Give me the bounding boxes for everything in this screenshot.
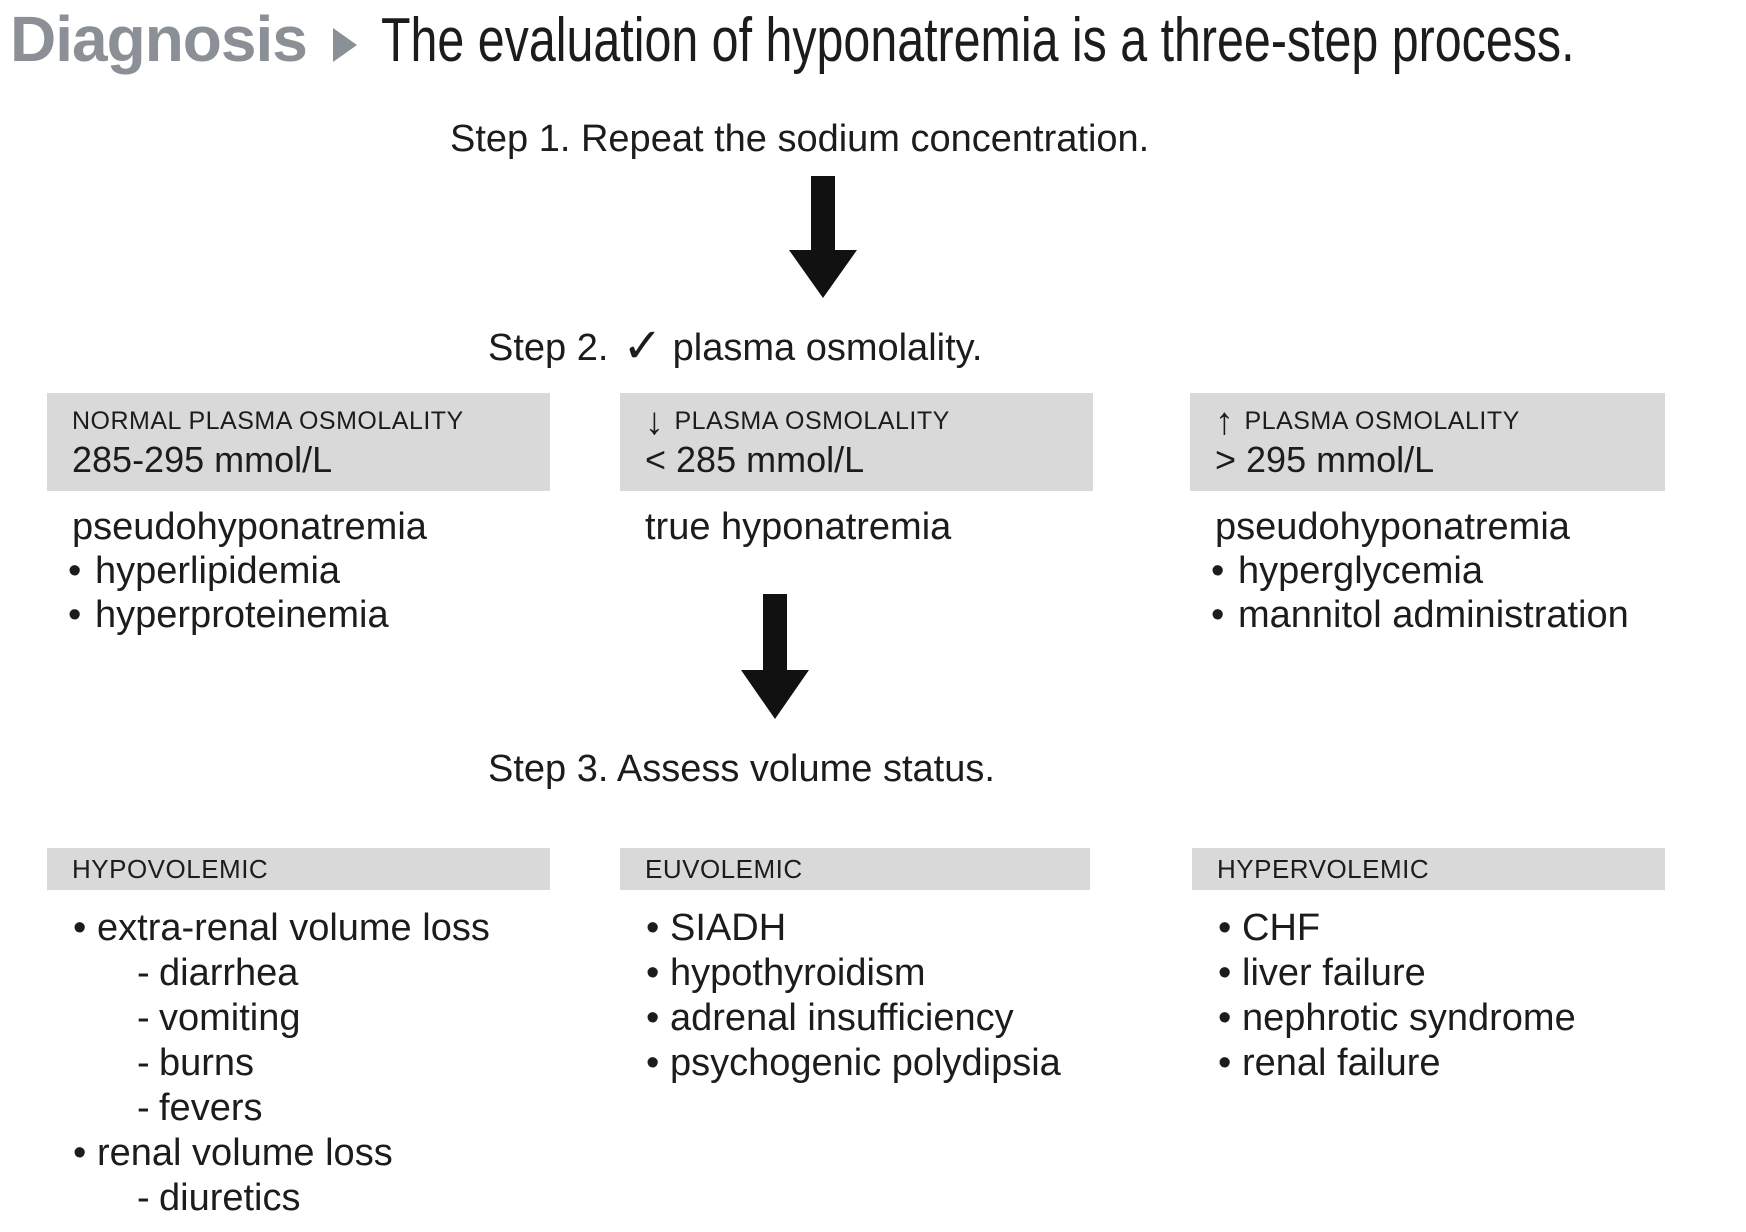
normal-osmolality-box: NORMAL PLASMA OSMOLALITY 285-295 mmol/L bbox=[47, 393, 550, 491]
list-item: • renal failure bbox=[1218, 1042, 1441, 1084]
bullet-icon: • bbox=[646, 1042, 660, 1084]
checkmark-icon: ✓ bbox=[622, 320, 663, 373]
page-title: Diagnosis The evaluation of hyponatremia… bbox=[10, 2, 1746, 76]
down-arrow-icon bbox=[789, 176, 857, 298]
bullet-icon: • bbox=[646, 997, 660, 1039]
list-item: • adrenal insufficiency bbox=[646, 997, 1014, 1039]
normal-osmolality-causes: pseudohyponatremia • hyperlipidemia • hy… bbox=[47, 505, 427, 637]
list-lead: pseudohyponatremia bbox=[1215, 506, 1570, 548]
box-value: < 285 mmol/L bbox=[645, 439, 865, 480]
euvolemic-header: EUVOLEMIC bbox=[620, 848, 1090, 890]
step2-prefix: Step 2. bbox=[488, 327, 609, 369]
hypovolemic-causes: • extra-renal volume loss - diarrhea - v… bbox=[47, 906, 490, 1221]
list-item: • extra-renal volume loss bbox=[73, 907, 490, 949]
list-item: • hyperproteinemia bbox=[68, 594, 389, 636]
box-value: > 295 mmol/L bbox=[1215, 439, 1435, 480]
high-osmolality-causes: pseudohyponatremia • hyperglycemia • man… bbox=[1190, 505, 1629, 637]
list-item: - diuretics bbox=[137, 1177, 301, 1219]
list-item: - diarrhea bbox=[137, 952, 299, 994]
step2-label: Step 2. ✓ plasma osmolality. bbox=[488, 316, 983, 373]
list-item: • mannitol administration bbox=[1211, 594, 1629, 636]
bullet-icon: • bbox=[73, 907, 87, 949]
list-item: • hypothyroidism bbox=[646, 952, 926, 994]
list-item: - burns bbox=[137, 1042, 255, 1084]
bullet-icon: • bbox=[1211, 594, 1225, 636]
bullet-icon: • bbox=[646, 952, 660, 994]
euvolemic-causes: • SIADH • hypothyroidism • adrenal insuf… bbox=[620, 906, 1061, 1086]
box-header: NORMAL PLASMA OSMOLALITY bbox=[72, 407, 464, 435]
title-text: The evaluation of hyponatremia is a thre… bbox=[380, 6, 1575, 75]
hypervolemic-causes: • CHF • liver failure • nephrotic syndro… bbox=[1192, 906, 1576, 1086]
dash-icon: - bbox=[137, 1087, 150, 1129]
list-lead: pseudohyponatremia bbox=[72, 506, 427, 548]
dash-icon: - bbox=[137, 952, 150, 994]
bullet-icon: • bbox=[1218, 1042, 1232, 1084]
bullet-icon: • bbox=[1218, 997, 1232, 1039]
bullet-icon: • bbox=[68, 594, 82, 636]
bullet-icon: • bbox=[646, 907, 660, 949]
list-item: • psychogenic polydipsia bbox=[646, 1042, 1061, 1084]
dash-icon: - bbox=[137, 997, 150, 1039]
hypervolemic-header: HYPERVOLEMIC bbox=[1192, 848, 1665, 890]
bullet-icon: • bbox=[68, 550, 82, 592]
list-item: • renal volume loss bbox=[73, 1132, 393, 1174]
box-header: ↑ PLASMA OSMOLALITY bbox=[1215, 401, 1520, 443]
step1-label: Step 1. Repeat the sodium concentration. bbox=[450, 118, 1150, 160]
list-item: - fevers bbox=[137, 1087, 263, 1129]
list-item: • nephrotic syndrome bbox=[1218, 997, 1576, 1039]
bullet-icon: • bbox=[1211, 550, 1225, 592]
bullet-icon: • bbox=[73, 1132, 87, 1174]
bullet-icon: • bbox=[1218, 907, 1232, 949]
box-header: ↓ PLASMA OSMOLALITY bbox=[645, 401, 950, 443]
list-item: • CHF bbox=[1218, 907, 1321, 949]
bullet-icon: • bbox=[1218, 952, 1232, 994]
list-item: - vomiting bbox=[137, 997, 301, 1039]
dash-icon: - bbox=[137, 1177, 150, 1219]
title-arrow-icon bbox=[332, 28, 357, 62]
step2-suffix: plasma osmolality. bbox=[672, 327, 983, 369]
high-osmolality-box: ↑ PLASMA OSMOLALITY > 295 mmol/L bbox=[1190, 393, 1665, 491]
title-section: Diagnosis bbox=[10, 3, 308, 75]
list-lead: true hyponatremia bbox=[645, 506, 952, 548]
dash-icon: - bbox=[137, 1042, 150, 1084]
low-osmolality-result: true hyponatremia bbox=[620, 505, 951, 549]
list-item: • hyperlipidemia bbox=[68, 550, 341, 592]
step3-label: Step 3. Assess volume status. bbox=[488, 748, 995, 790]
low-osmolality-box: ↓ PLASMA OSMOLALITY < 285 mmol/L bbox=[620, 393, 1093, 491]
hypovolemic-header: HYPOVOLEMIC bbox=[47, 848, 550, 890]
list-item: • hyperglycemia bbox=[1211, 550, 1483, 592]
box-value: 285-295 mmol/L bbox=[72, 439, 333, 480]
down-arrow-icon bbox=[741, 594, 809, 719]
list-item: • liver failure bbox=[1218, 952, 1426, 994]
list-item: • SIADH bbox=[646, 907, 787, 949]
